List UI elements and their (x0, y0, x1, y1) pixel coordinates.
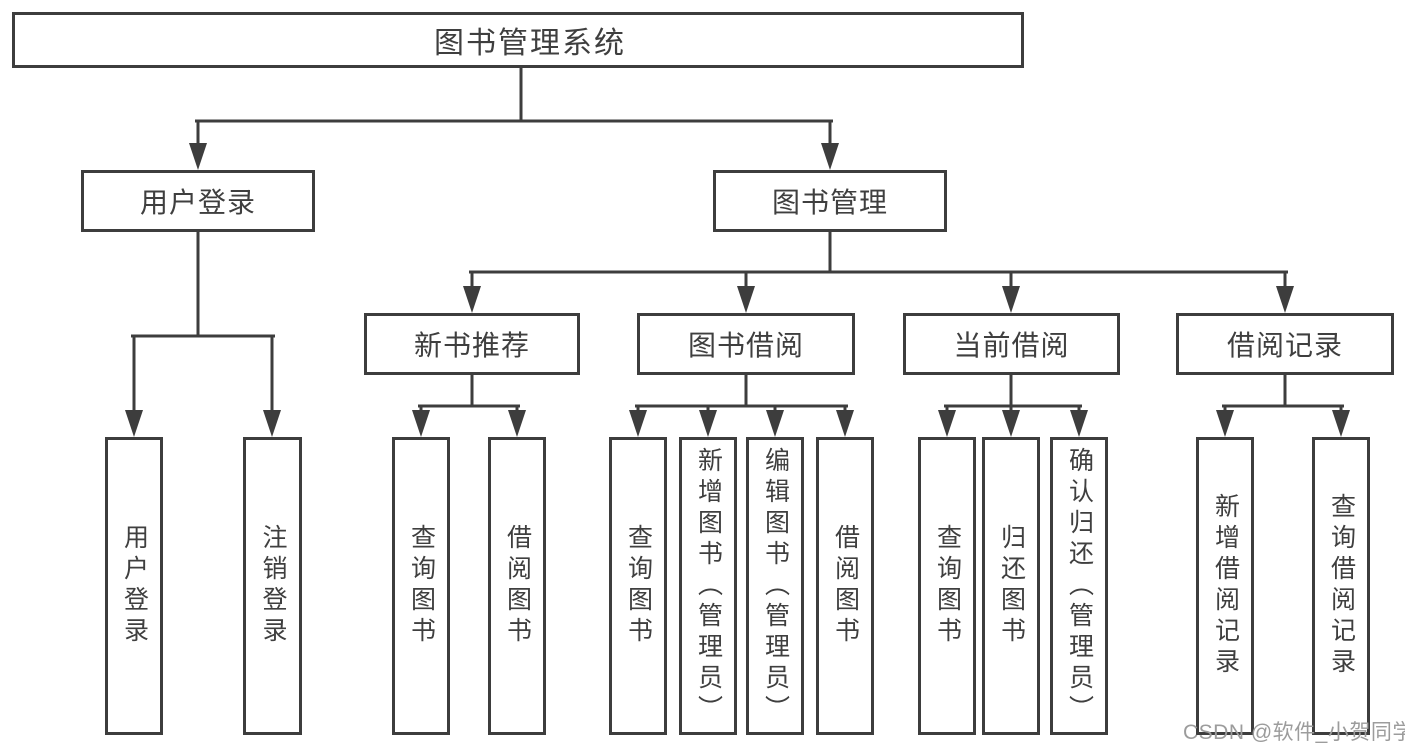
connector-bookmgmt-to-level3 (463, 232, 1294, 313)
connector-root-to-level2 (189, 68, 839, 170)
node-login-label: 用户登录 (120, 524, 149, 648)
node-logout: 注销登录 (243, 437, 302, 735)
node-logout-label: 注销登录 (259, 524, 287, 648)
node-query-books-current-label: 查询图书 (933, 524, 962, 648)
node-current-borrowing-label: 当前借阅 (953, 330, 1070, 361)
node-login: 用户登录 (105, 437, 163, 735)
node-borrow-books-newbook: 借阅图书 (488, 437, 546, 735)
connector-currentborrow-to-leaves (938, 375, 1088, 437)
node-add-borrow-record-label: 新增借阅记录 (1211, 493, 1240, 679)
node-book-management: 图书管理 (713, 170, 947, 232)
node-return-books: 归还图书 (982, 437, 1040, 735)
node-new-book-recommend-label: 新书推荐 (413, 330, 530, 361)
node-query-books-newbook: 查询图书 (392, 437, 450, 735)
csdn-watermark: CSDN @软件_小贺同学 (1183, 721, 1405, 744)
node-root: 图书管理系统 (12, 12, 1024, 68)
node-book-borrowing-label: 图书借阅 (687, 330, 804, 361)
node-book-management-label: 图书管理 (771, 187, 888, 218)
node-query-books-borrow: 查询图书 (609, 437, 667, 735)
node-query-books-current: 查询图书 (918, 437, 976, 735)
node-query-books-newbook-label: 查询图书 (407, 524, 436, 648)
node-confirm-return-admin-label: 确认归还（管理员） (1065, 446, 1094, 726)
node-query-borrow-record: 查询借阅记录 (1312, 437, 1370, 735)
node-borrow-books-newbook-label: 借阅图书 (503, 524, 532, 648)
node-borrowing-records-label: 借阅记录 (1226, 330, 1343, 361)
node-borrow-books-borrow: 借阅图书 (816, 437, 874, 735)
node-borrow-books-borrow-label: 借阅图书 (831, 524, 860, 648)
node-user-login: 用户登录 (81, 170, 315, 232)
node-add-books-admin: 新增图书（管理员） (679, 437, 737, 735)
connector-bookborrow-to-leaves (629, 375, 854, 437)
node-edit-books-admin: 编辑图书（管理员） (746, 437, 804, 735)
node-return-books-label: 归还图书 (997, 524, 1026, 648)
node-current-borrowing: 当前借阅 (903, 313, 1120, 375)
node-query-books-borrow-label: 查询图书 (624, 524, 653, 648)
connector-newbook-to-leaves (412, 375, 526, 437)
node-add-books-admin-label: 新增图书（管理员） (694, 446, 723, 726)
node-book-borrowing: 图书借阅 (637, 313, 855, 375)
connector-borrowrecords-to-leaves (1216, 375, 1350, 437)
node-root-label: 图书管理系统 (434, 27, 626, 60)
node-user-login-label: 用户登录 (139, 187, 256, 218)
node-confirm-return-admin: 确认归还（管理员） (1050, 437, 1108, 735)
node-add-borrow-record: 新增借阅记录 (1196, 437, 1254, 735)
node-query-borrow-record-label: 查询借阅记录 (1327, 493, 1356, 679)
node-new-book-recommend: 新书推荐 (364, 313, 580, 375)
node-edit-books-admin-label: 编辑图书（管理员） (761, 446, 790, 726)
node-borrowing-records: 借阅记录 (1176, 313, 1394, 375)
connector-userlogin-to-leaves (125, 232, 281, 437)
